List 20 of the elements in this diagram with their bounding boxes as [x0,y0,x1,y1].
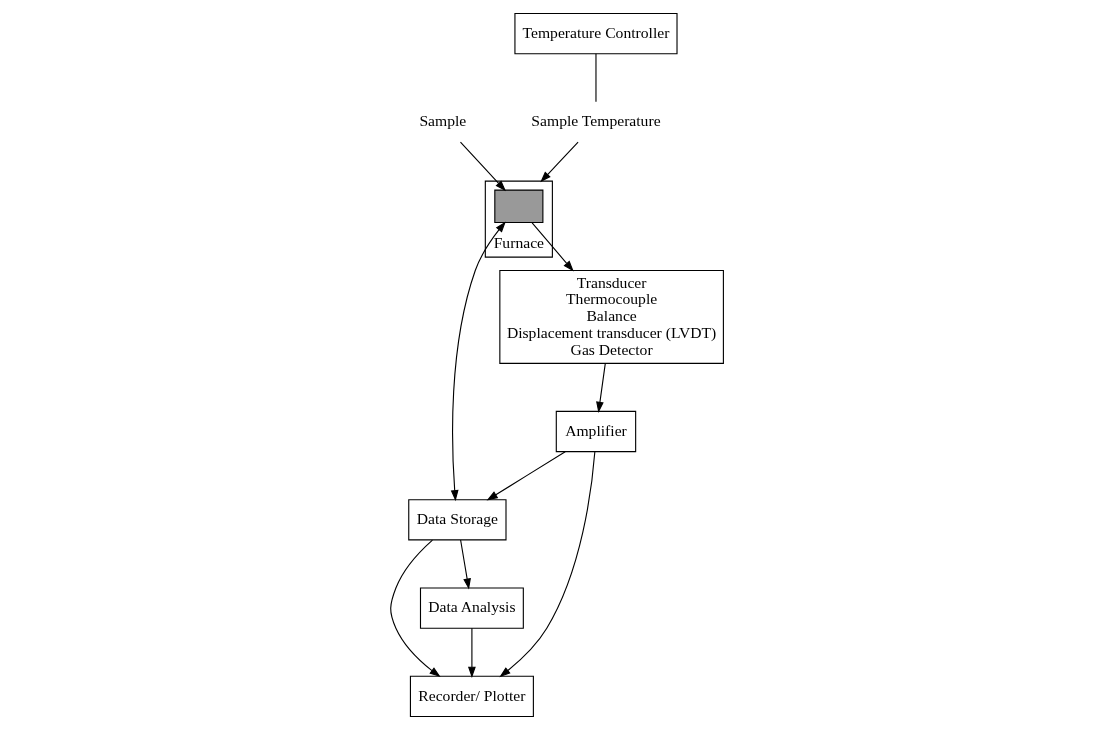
arrow [460,538,471,590]
arrow [486,450,566,501]
node-box: Amplifier [555,410,637,452]
node-box [494,189,544,223]
arrow [531,221,574,272]
arrow [450,220,506,501]
node-box: Temperature Controller [514,12,678,54]
arrow [468,627,476,678]
arrow [540,141,579,182]
arrow [499,450,596,677]
node-box: Recorder/ Plotter [409,675,534,717]
arrow [596,362,606,413]
arrow [390,539,441,677]
node-text: Sample [419,111,467,129]
arrow [459,141,507,191]
node-box: Transducer Thermocouple Balance Displacement transducer (LVDT) Gas Detector [499,269,724,364]
node-box: Data Storage [408,498,507,540]
connector [595,52,597,102]
node-text: Sample Temperature [531,111,661,129]
node-box: Data Analysis [419,586,524,629]
